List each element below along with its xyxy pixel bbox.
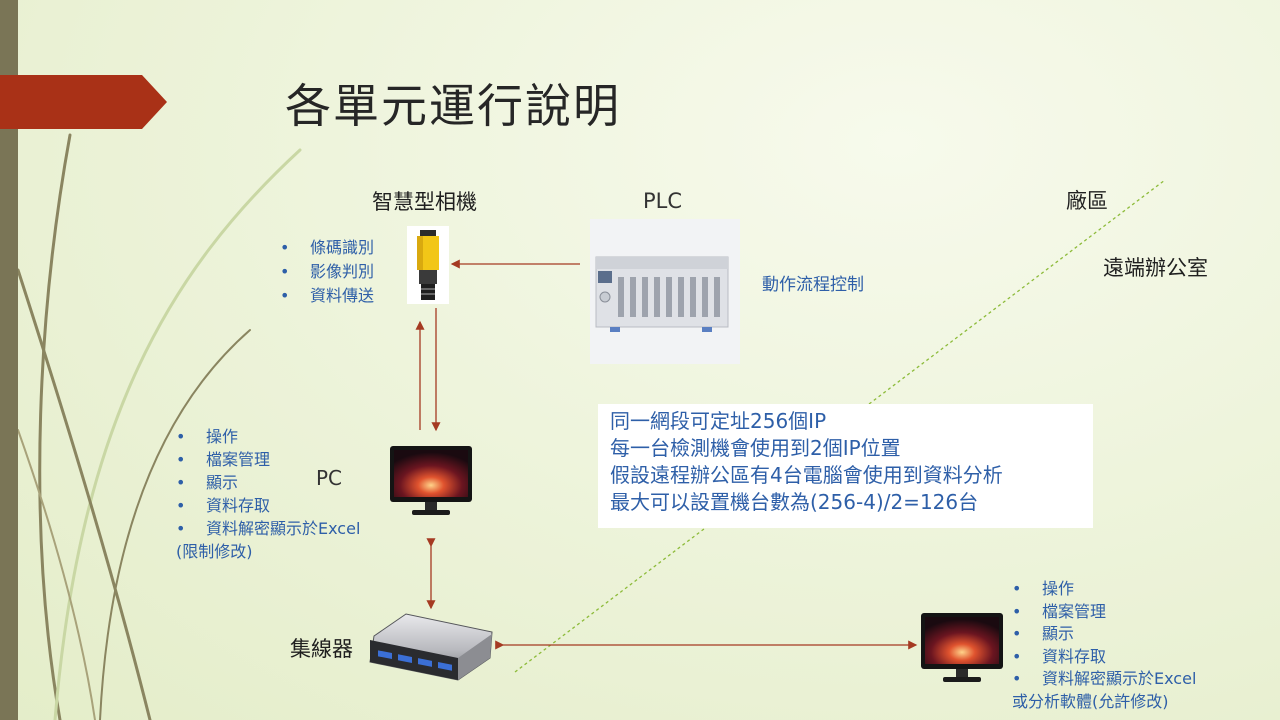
list-item-continuation: (限制修改) xyxy=(176,542,253,561)
title-accent-tab xyxy=(0,75,167,129)
zone-divider-line xyxy=(514,179,1166,673)
info-line: 假設遠程辦公區有4台電腦會使用到資料分析 xyxy=(610,463,1003,487)
slide-title: 各單元運行說明 xyxy=(285,79,621,133)
list-item: 操作 xyxy=(176,425,360,448)
pc-feature-list: 操作 檔案管理 顯示 資料存取 資料解密顯示於Excel (限制修改) xyxy=(176,425,360,563)
info-line: 每一台檢測機會使用到2個IP位置 xyxy=(610,436,901,460)
remote-pc-monitor-icon xyxy=(921,613,1003,682)
list-item: 檔案管理 xyxy=(176,448,360,471)
list-item: 影像判別 xyxy=(280,260,374,284)
list-item: 資料解密顯示於Excel xyxy=(176,517,360,540)
remote-pc-feature-list: 操作 檔案管理 顯示 資料存取 資料解密顯示於Excel 或分析軟體(允許修改) xyxy=(1012,578,1196,713)
plc-label: PLC xyxy=(643,189,683,213)
network-hub-image xyxy=(369,613,493,681)
pc-monitor-icon xyxy=(390,446,472,515)
info-line: 最大可以設置機台數為(256-4)/2=126台 xyxy=(610,490,979,514)
list-item: 操作 xyxy=(1012,578,1196,601)
list-item: 條碼識別 xyxy=(280,236,374,260)
plc-note: 動作流程控制 xyxy=(762,275,864,295)
smart-camera-image xyxy=(407,226,449,304)
plc-image xyxy=(590,219,740,364)
ip-info-box: 同一網段可定址256個IP 每一台檢測機會使用到2個IP位置 假設遠程辦公區有4… xyxy=(598,404,1093,528)
hub-label: 集線器 xyxy=(290,637,353,661)
list-item: 資料存取 xyxy=(1012,646,1196,669)
zone-factory-label: 廠區 xyxy=(1066,189,1108,213)
zone-remote-office-label: 遠端辦公室 xyxy=(1103,256,1208,280)
info-line: 同一網段可定址256個IP xyxy=(610,409,827,433)
pc-label: PC xyxy=(316,466,343,490)
list-item-continuation: 或分析軟體(允許修改) xyxy=(1012,691,1169,711)
list-item: 資料存取 xyxy=(176,494,360,517)
list-item: 顯示 xyxy=(1012,623,1196,646)
list-item: 資料解密顯示於Excel xyxy=(1012,668,1196,691)
list-item: 檔案管理 xyxy=(1012,601,1196,624)
list-item: 資料傳送 xyxy=(280,284,374,308)
list-item: 顯示 xyxy=(176,471,360,494)
left-accent-bar xyxy=(0,0,18,720)
camera-feature-list: 條碼識別 影像判別 資料傳送 xyxy=(280,236,374,308)
camera-label: 智慧型相機 xyxy=(372,190,477,214)
